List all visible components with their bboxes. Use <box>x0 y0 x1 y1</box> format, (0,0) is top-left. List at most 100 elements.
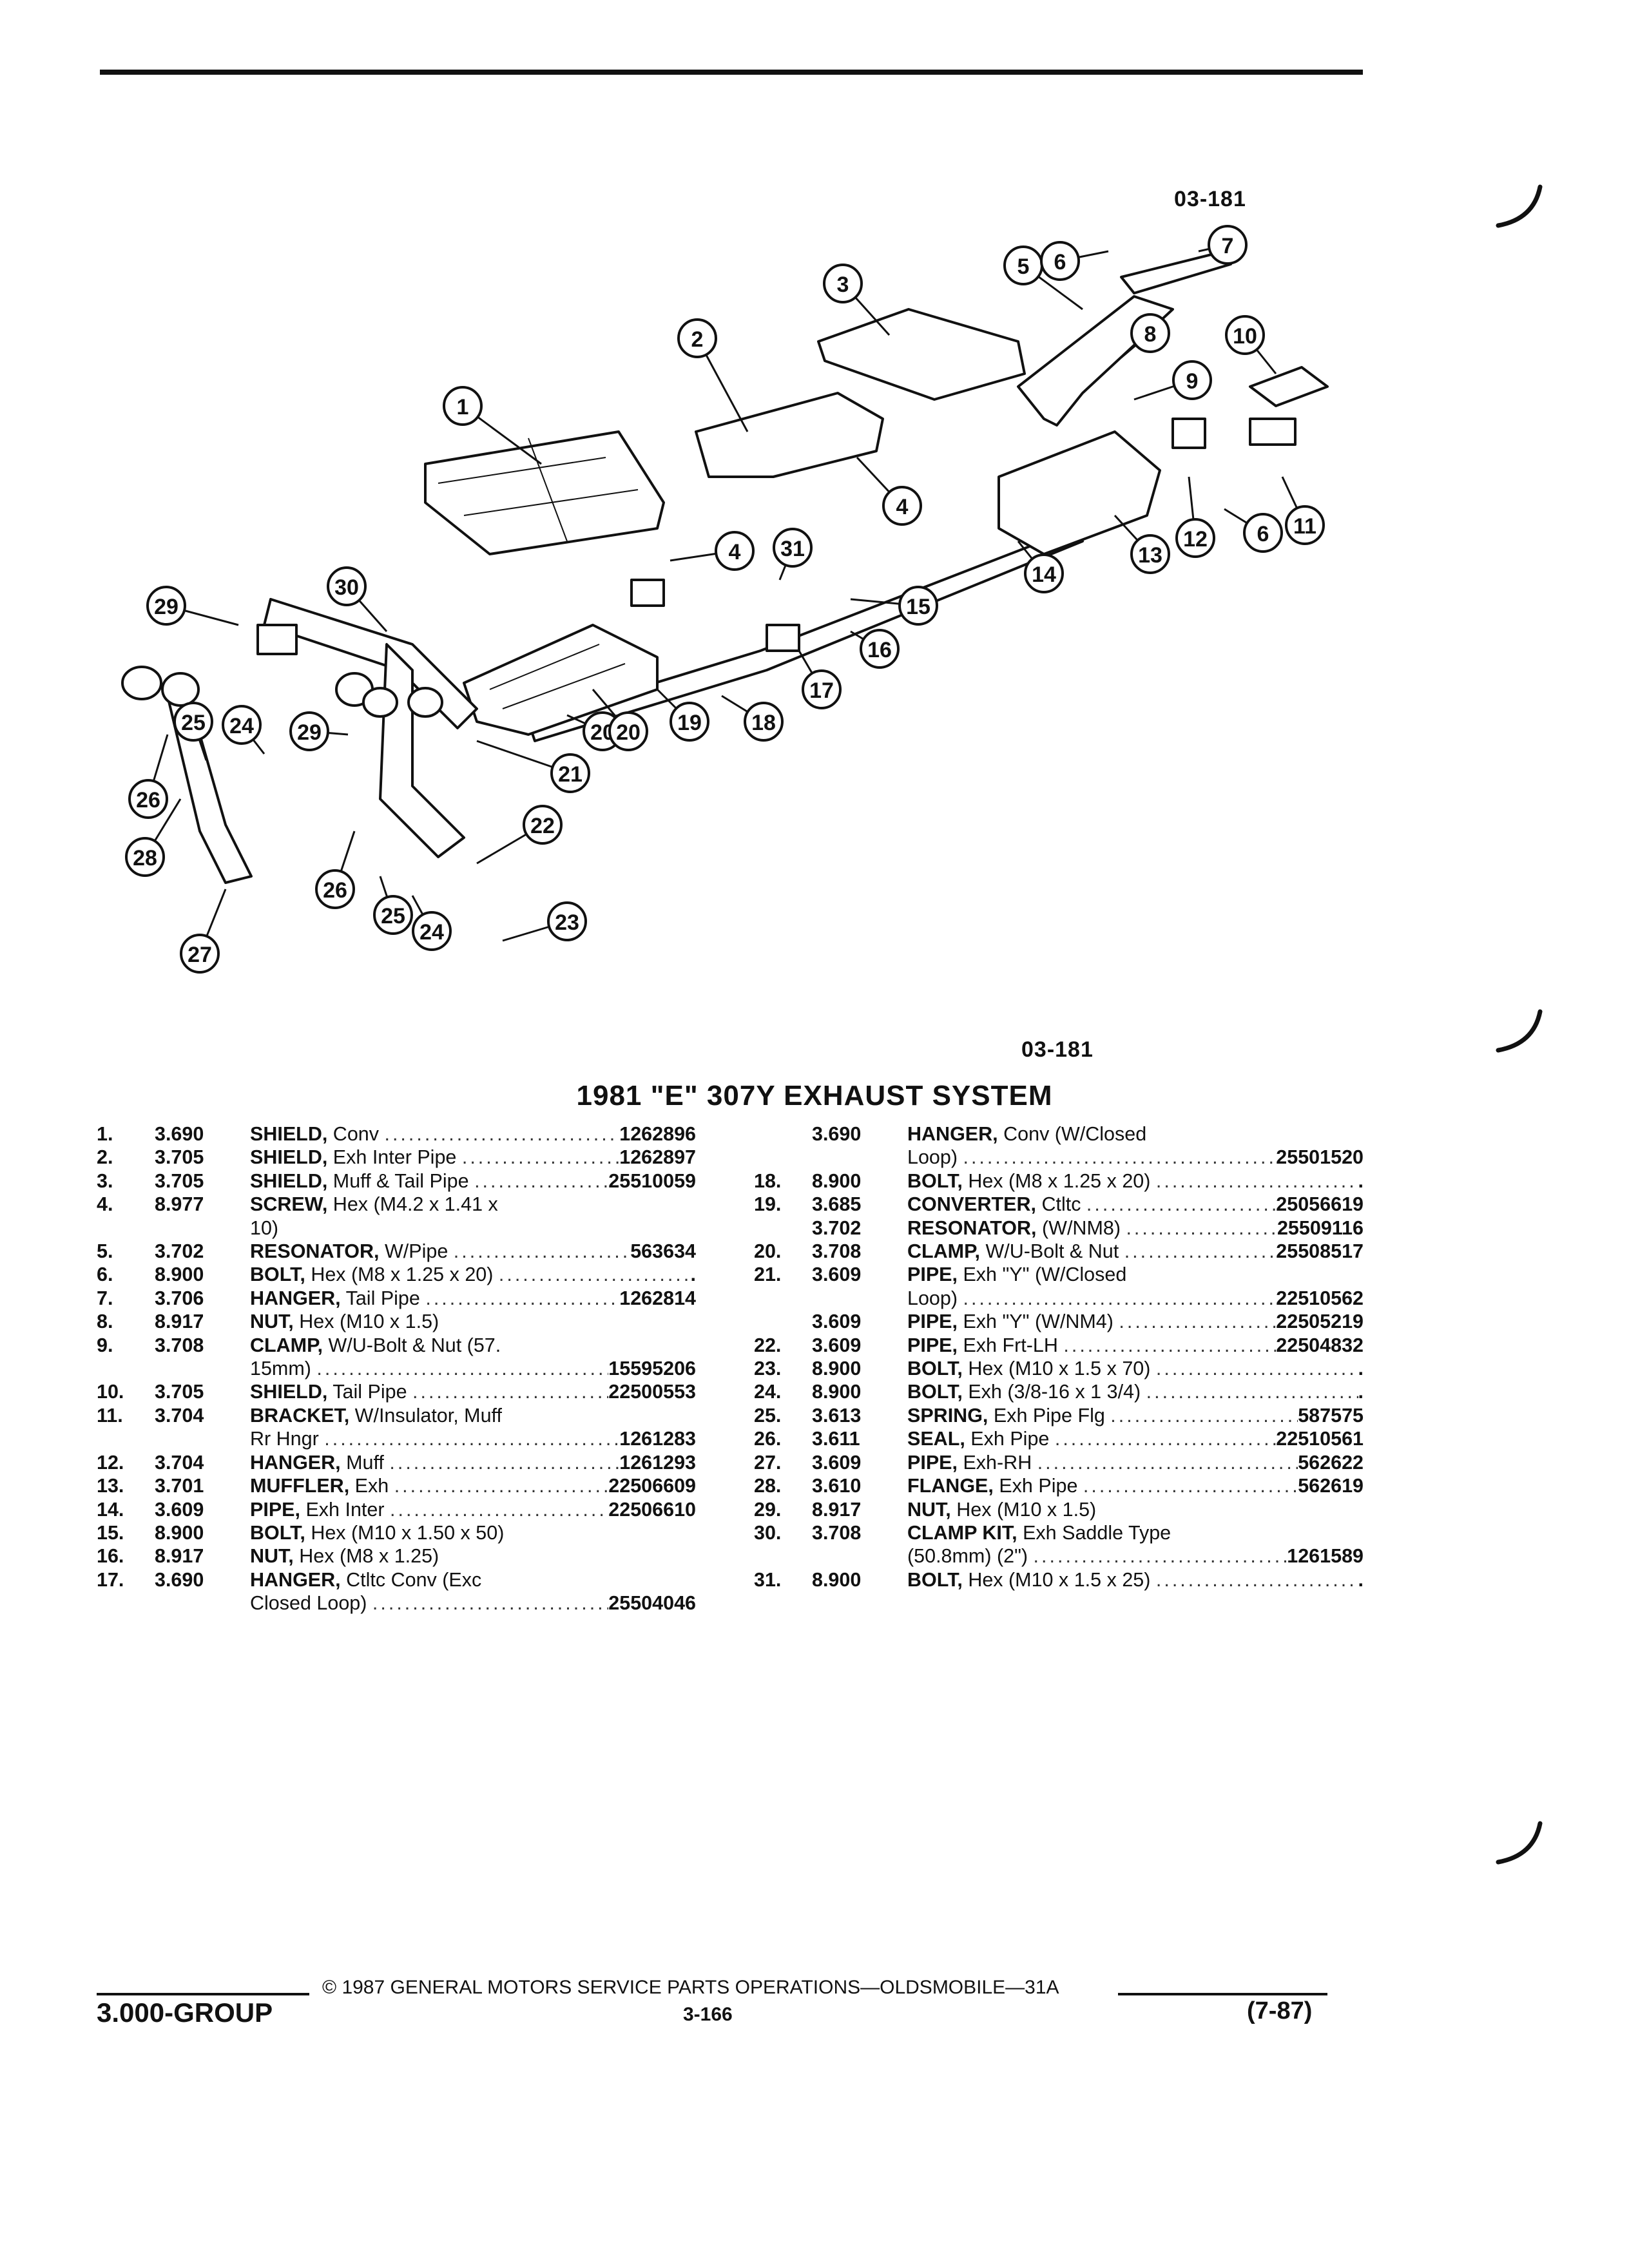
part-number: . <box>690 1264 696 1286</box>
callout-number: 23 <box>555 910 579 935</box>
part-description: HANGER, Tail Pipe 1262814 <box>250 1287 696 1310</box>
part-name: CLAMP KIT, <box>907 1521 1017 1544</box>
callout-10: 10 <box>1225 315 1265 355</box>
group-code: 3.705 <box>155 1169 204 1192</box>
part-description: HANGER, Ctltc Conv (Exc <box>250 1568 696 1591</box>
callout-24: 24 <box>412 911 452 951</box>
item-number: 19. <box>754 1193 782 1216</box>
group-code: 3.704 <box>155 1404 204 1427</box>
part-name: SPRING, <box>907 1404 988 1427</box>
part-number: 562619 <box>1298 1475 1364 1497</box>
part-spec: Hex (M10 x 1.5 x 70) <box>962 1358 1156 1380</box>
callout-8: 8 <box>1130 313 1170 353</box>
callout-16: 16 <box>860 629 900 669</box>
intermediate-exhaust-pipe <box>527 527 1084 742</box>
item-number: 17. <box>97 1568 124 1591</box>
callout-circle <box>1130 534 1170 574</box>
footer-group: 3.000-GROUP <box>97 1997 273 2028</box>
part-description: Loop) 22510562 <box>907 1287 1364 1310</box>
part-spec: Hex (M4.2 x 1.41 x <box>327 1193 498 1216</box>
callout-number: 4 <box>896 495 909 519</box>
dot-leader <box>1063 1334 1276 1357</box>
item-number-blank <box>97 1357 155 1380</box>
item-number: 3. <box>97 1169 113 1192</box>
part-description: BRACKET, W/Insulator, Muff <box>250 1404 696 1427</box>
callout-circle <box>523 805 563 845</box>
callout-circle <box>173 702 213 742</box>
top-rule <box>100 70 1363 75</box>
part-name: BOLT, <box>907 1169 963 1192</box>
exhaust-pipe-flange <box>362 687 398 718</box>
part-spec: Hex (M10 x 1.5) <box>950 1498 1102 1521</box>
callout-6: 6 <box>1243 513 1283 553</box>
group-code: 8.900 <box>812 1358 862 1380</box>
callout-circle <box>547 901 587 941</box>
callout-number: 14 <box>1032 562 1056 587</box>
part-name: HANGER, <box>907 1123 998 1145</box>
callout-circle <box>222 705 262 745</box>
part-name: SHIELD, <box>250 1381 328 1403</box>
callout-circle <box>860 629 900 669</box>
callout-20: 20 <box>608 711 648 751</box>
group-code: 8.900 <box>812 1568 862 1591</box>
group-code: 8.917 <box>155 1311 204 1333</box>
group-code: 3.702 <box>812 1216 862 1239</box>
group-code: 3.609 <box>812 1334 862 1356</box>
part-description: CONVERTER, Ctltc 25056619 <box>907 1193 1364 1216</box>
dot-leader <box>1156 1357 1358 1380</box>
item-number: 15. <box>97 1521 124 1544</box>
part-spec: Hex (M8 x 1.25 x 20) <box>305 1264 499 1286</box>
callout-circle <box>125 837 165 877</box>
callout-30: 30 <box>327 566 367 606</box>
item-number: 16. <box>97 1545 124 1568</box>
part-description: SHIELD, Exh Inter Pipe 1262897 <box>250 1146 696 1169</box>
callout-13: 13 <box>1130 534 1170 574</box>
callout-number: 17 <box>809 678 834 703</box>
callout-circle <box>146 586 186 626</box>
dot-leader <box>425 1287 619 1310</box>
callout-22: 22 <box>523 805 563 845</box>
page-title: 1981 "E" 307Y EXHAUST SYSTEM <box>576 1080 1053 1111</box>
part-description: MUFFLER, Exh 22506609 <box>250 1474 696 1497</box>
converter-ribs <box>489 644 626 709</box>
item-number: 1. <box>97 1123 113 1145</box>
dot-leader <box>1055 1427 1276 1450</box>
part-spec: Conv (W/Closed <box>998 1123 1147 1145</box>
part-name: HANGER, <box>250 1451 341 1474</box>
converter-shield-ribs <box>438 437 639 542</box>
exhaust-pipe-flange <box>161 672 200 707</box>
group-code-blank <box>155 1216 250 1240</box>
part-name: BOLT, <box>250 1264 305 1286</box>
item-number-blank <box>754 1287 812 1310</box>
callout-circle <box>670 702 709 742</box>
group-code: 3.705 <box>155 1381 204 1403</box>
callout-28: 28 <box>125 837 165 877</box>
callout-number: 31 <box>780 537 805 561</box>
callout-circle <box>882 486 922 526</box>
item-number: 20. <box>754 1240 782 1263</box>
group-code: 3.690 <box>155 1568 204 1591</box>
converter-shield <box>424 430 665 555</box>
parts-row: Closed Loop) 25504046 <box>97 1591 696 1615</box>
dot-leader <box>394 1474 609 1497</box>
callout-number: 28 <box>133 846 157 870</box>
item-number: 30. <box>754 1521 782 1544</box>
part-description: CLAMP KIT, Exh Saddle Type <box>907 1521 1364 1544</box>
item-number: 28. <box>754 1475 782 1497</box>
part-description: 15mm) 15595206 <box>250 1357 696 1380</box>
part-name: BOLT, <box>907 1381 963 1403</box>
part-name: SHIELD, <box>250 1169 328 1192</box>
callout-circle <box>289 711 329 751</box>
part-description: PIPE, Exh-RH 562622 <box>907 1451 1364 1474</box>
callout-circle <box>327 566 367 606</box>
